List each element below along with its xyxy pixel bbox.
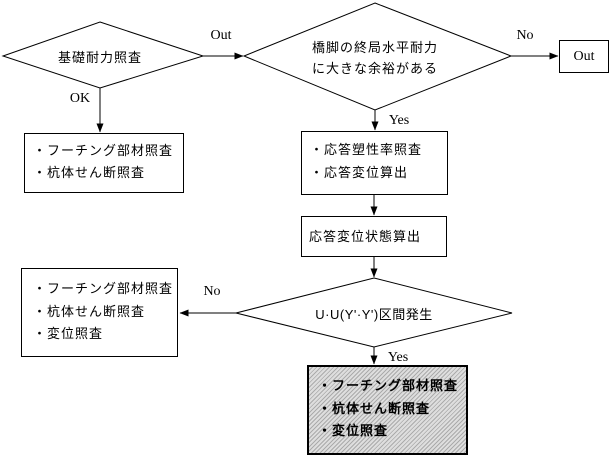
box-footing-pile-check: ・フーチング部材照査 ・杭体せん断照査 xyxy=(24,133,184,193)
edge-label-ok: OK xyxy=(69,91,91,106)
edge-label-no-bottom: No xyxy=(203,284,221,299)
box-response-check: ・応答塑性率照査 ・応答変位算出 xyxy=(301,131,448,195)
box-footing-pile-line1: ・フーチング部材照査 xyxy=(33,143,174,158)
out-terminal-label: Out xyxy=(573,48,595,64)
box-no-branch-line1: ・フーチング部材照査 xyxy=(33,281,174,296)
box-displacement-state: 応答変位状態算出 xyxy=(301,216,447,257)
decision-pier-capacity-line1: 橋脚の終局水平耐力 xyxy=(311,40,438,55)
edge-label-yes-bottom: Yes xyxy=(387,350,409,365)
box-final-checks-line1: ・フーチング部材照査 xyxy=(318,378,459,393)
decision-pier-capacity-line2: に大きな余裕がある xyxy=(311,61,438,76)
out-terminal-box: Out xyxy=(559,40,609,73)
decision-pier-capacity-label: 橋脚の終局水平耐力 に大きな余裕がある xyxy=(294,37,456,79)
box-final-checks: ・フーチング部材照査 ・杭体せん断照査 ・変位照査 xyxy=(307,365,468,455)
box-final-checks-line3: ・変位照査 xyxy=(318,423,389,438)
decision-foundation-check-label: 基礎耐力照査 xyxy=(57,50,142,65)
box-final-checks-line2: ・杭体せん断照査 xyxy=(318,400,431,416)
box-footing-pile-line2: ・杭体せん断照査 xyxy=(33,165,146,180)
edge-label-out-top: Out xyxy=(210,28,232,43)
box-no-branch-line3: ・変位照査 xyxy=(33,326,104,341)
box-no-branch-line2: ・杭体せん断照査 xyxy=(33,303,146,319)
edge-label-no-top: No xyxy=(516,28,534,43)
box-no-branch-checks: ・フーチング部材照査 ・杭体せん断照査 ・変位照査 xyxy=(21,268,178,357)
box-response-check-line1: ・応答塑性率照査 xyxy=(310,142,423,157)
box-displacement-state-label: 応答変位状態算出 xyxy=(309,228,422,244)
decision-uu-section-label: U·U(Y'·Y')区間発生 xyxy=(315,307,433,322)
edge-label-yes-top: Yes xyxy=(388,113,410,128)
box-response-check-line2: ・応答変位算出 xyxy=(310,165,409,180)
